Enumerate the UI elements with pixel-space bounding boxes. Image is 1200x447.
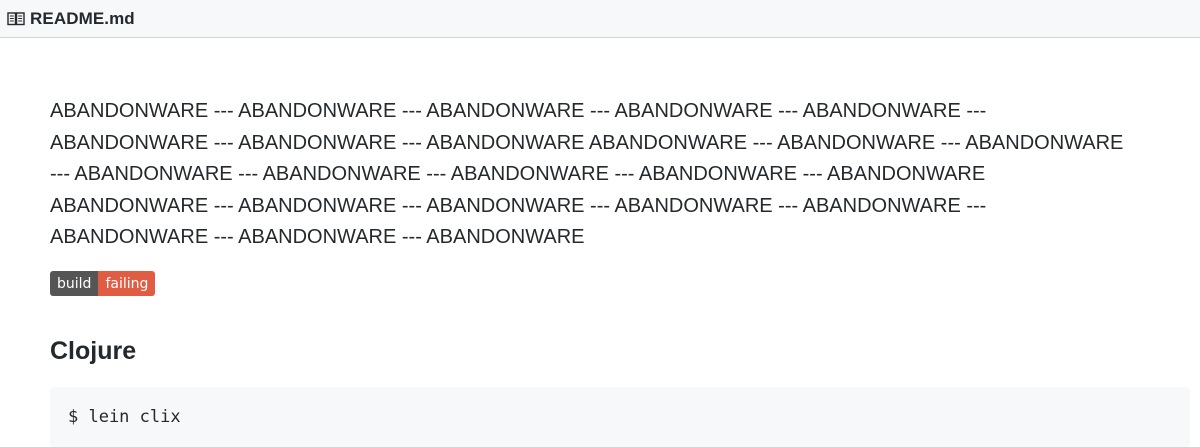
code-line: $ lein clix (68, 407, 181, 427)
abandonware-line-1: ABANDONWARE --- ABANDONWARE --- ABANDONW… (50, 100, 987, 122)
book-icon (6, 11, 26, 27)
file-title: README.md (30, 8, 135, 28)
abandonware-line-5: ABANDONWARE --- ABANDONWARE --- ABANDONW… (50, 226, 585, 248)
abandonware-line-3: --- ABANDONWARE --- ABANDONWARE --- ABAN… (50, 163, 986, 185)
readme-content: ABANDONWARE --- ABANDONWARE --- ABANDONW… (50, 96, 1195, 254)
abandonware-line-4: ABANDONWARE --- ABANDONWARE --- ABANDONW… (50, 194, 987, 217)
readme-header: README.md (0, 0, 1200, 38)
code-block: $ lein clix (50, 387, 1190, 447)
abandonware-line-2: ABANDONWARE --- ABANDONWARE --- ABANDONW… (50, 131, 1124, 154)
section-heading-clojure: Clojure (50, 337, 137, 365)
build-status-badge[interactable]: build failing (50, 271, 156, 296)
badge-label: build (50, 271, 99, 296)
badge-status: failing (98, 271, 156, 296)
